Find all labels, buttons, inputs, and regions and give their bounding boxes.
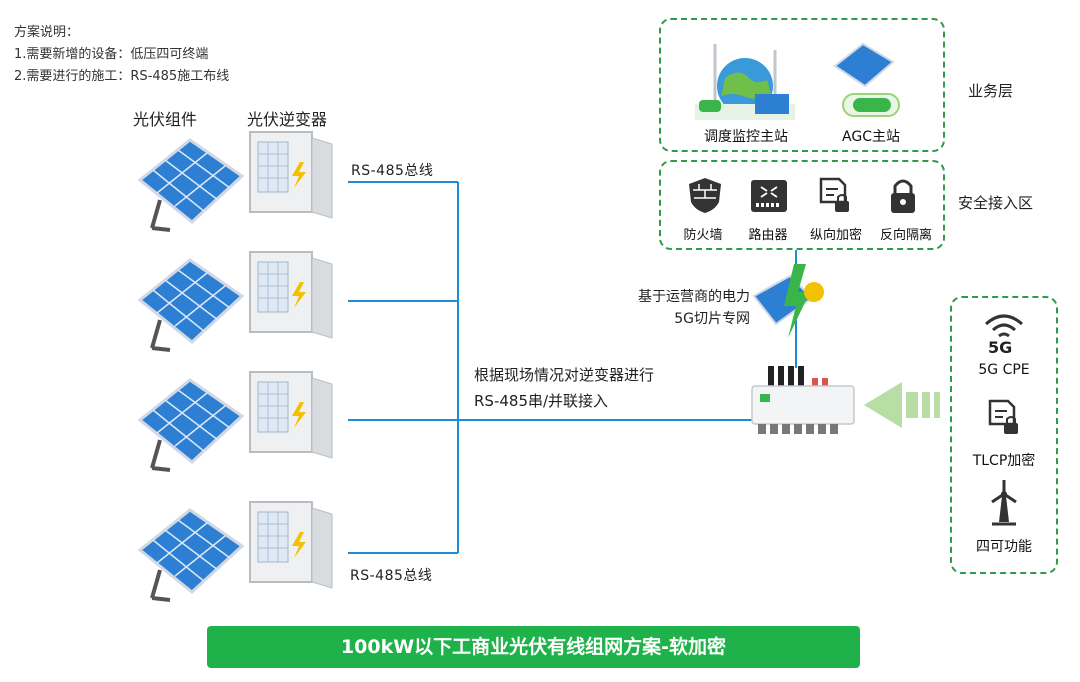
network-description-line-2: 5G切片专网 bbox=[674, 311, 750, 327]
network-description-line-1: 基于运营商的电力 bbox=[638, 289, 750, 305]
integration-arrow-icon bbox=[864, 382, 940, 428]
wiring-description-line-2: RS-485串/并联接入 bbox=[474, 392, 609, 410]
function-5g-cpe: 5G CPE bbox=[978, 362, 1030, 378]
security-item-vertical-encryption: 纵向加密 bbox=[809, 228, 862, 243]
function-tlcp-encryption: TLCP加密 bbox=[972, 453, 1036, 469]
scheme-title-banner: 100kW以下工商业光伏有线组网方案-软加密 bbox=[207, 626, 860, 668]
5g-signal-icon bbox=[985, 314, 1023, 338]
scheme-notes: 方案说明： 1.需要新增的设备：低压四可终端 2.需要进行的施工：RS-485施… bbox=[14, 22, 229, 88]
rs485-bus-label-top: RS-485总线 bbox=[351, 163, 434, 179]
security-item-router: 路由器 bbox=[748, 228, 788, 243]
pv-inverter-label: 光伏逆变器 bbox=[247, 110, 328, 129]
tlcp-encryption-icon bbox=[988, 399, 1018, 434]
business-layer-label: 业务层 bbox=[968, 82, 1014, 100]
router-icon bbox=[751, 180, 787, 212]
business-item-dispatch: 调度监控主站 bbox=[704, 129, 788, 145]
pv-array bbox=[138, 131, 333, 602]
notes-line-2: 2.需要进行的施工：RS-485施工布线 bbox=[14, 69, 230, 84]
security-item-firewall: 防火墙 bbox=[683, 228, 723, 243]
business-item-agc: AGC主站 bbox=[842, 129, 900, 145]
firewall-icon bbox=[689, 178, 721, 213]
reverse-isolation-icon bbox=[891, 179, 915, 213]
network-description: 基于运营商的电力 5G切片专网 bbox=[610, 286, 750, 330]
terminal-functions-panel: 5G 5G CPE TLCP加密 四可功能 bbox=[950, 296, 1058, 574]
notes-title: 方案说明： bbox=[14, 25, 80, 40]
agc-station-icon bbox=[833, 42, 900, 117]
function-four-capabilities: 四可功能 bbox=[976, 539, 1032, 555]
5g-badge: 5G bbox=[988, 338, 1013, 357]
vertical-encryption-icon bbox=[819, 177, 849, 212]
dispatch-station-icon bbox=[695, 44, 795, 120]
low-voltage-terminal-device bbox=[751, 366, 855, 434]
wiring-description-line-1: 根据现场情况对逆变器进行 bbox=[474, 366, 655, 384]
security-zone-label: 安全接入区 bbox=[958, 194, 1034, 212]
pv-module-label: 光伏组件 bbox=[133, 110, 198, 129]
security-item-reverse-isolation: 反向隔离 bbox=[879, 228, 932, 243]
power-5g-slice-icon bbox=[752, 264, 824, 338]
rs485-bus-label-bottom: RS-485总线 bbox=[350, 568, 433, 584]
wind-turbine-icon bbox=[991, 480, 1017, 526]
notes-line-1: 1.需要新增的设备：低压四可终端 bbox=[14, 47, 209, 62]
business-layer-box: 调度监控主站 AGC主站 bbox=[659, 18, 945, 152]
security-zone-box: 防火墙 路由器 纵向加密 反向隔离 bbox=[659, 160, 945, 250]
wiring-description: 根据现场情况对逆变器进行 RS-485串/并联接入 bbox=[474, 362, 654, 414]
